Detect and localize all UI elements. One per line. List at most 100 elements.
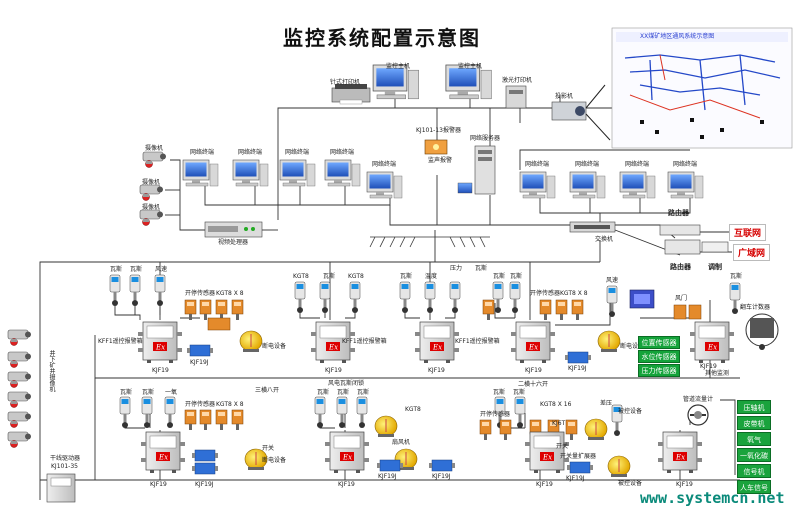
r2-kgt: KGT8 [405, 406, 421, 413]
r2-kjf-1: KJF19 [150, 481, 167, 488]
r2-switch-sensor-1: 开停传感器 [185, 401, 216, 408]
internet-badge: 互联网 [729, 224, 767, 241]
r1-kff-3: KFF1遥控报警箱 [455, 338, 500, 345]
terminal-label-8: 网络终端 [625, 161, 650, 168]
r1-switch-sensor: 开停传感器 [185, 290, 216, 297]
r2-kj: KJ6T [552, 420, 566, 427]
net-server-icon [457, 145, 496, 195]
terminal-label-3: 网络终端 [285, 149, 310, 156]
r1-temp: 温度 [425, 273, 438, 280]
terminal-label-4: 网络终端 [330, 149, 355, 156]
r1-kjf19j-1: KJF19J [190, 359, 209, 366]
terminal-label-1: 网络终端 [190, 149, 215, 156]
r2-gas-5: 瓦斯 [357, 389, 370, 396]
r2-sec2: 风电瓦斯闭锁 [328, 380, 365, 387]
laser-printer-icon [505, 85, 527, 109]
map-title: XX煤矿地区通风系统示意图 [640, 33, 715, 40]
r2-kjf19j-2: KJF19J [378, 473, 397, 480]
r1-gas-5: 瓦斯 [475, 265, 488, 272]
r2-kai-1: 开关 [262, 445, 275, 452]
r1-kgt8-a: KGT8 [293, 273, 309, 280]
r1-gas-6: 瓦斯 [493, 273, 506, 280]
camera-label-2: 摄像机 [142, 179, 161, 186]
r2-kjf19j-1: KJF19J [195, 481, 214, 488]
kj-driver-label: 干线驱动器 [50, 455, 81, 462]
footer-url[interactable]: www.systemcn.net [640, 489, 785, 507]
r1-gas-8: 瓦斯 [730, 273, 743, 280]
r1-kjf-3: KJF19 [428, 367, 445, 374]
r1-doors: 风门 [675, 295, 688, 302]
video-proc-icon [204, 221, 263, 238]
r1-gas-4: 瓦斯 [400, 273, 413, 280]
camera-label-3: 摄像机 [142, 204, 161, 211]
side-item-2: 皮带机 [737, 416, 771, 430]
r2-kai-2: 开关 [556, 443, 569, 450]
r1-kgt8-b: KGT8 [348, 273, 364, 280]
alarm-icon [424, 139, 448, 155]
r2-gas-1: 瓦斯 [120, 389, 133, 396]
terminal-label-5: 网络终端 [372, 161, 397, 168]
kj-driver-icon [46, 473, 76, 503]
r2-kjf-3: KJF19 [536, 481, 553, 488]
r1-gas-3: 瓦斯 [323, 273, 336, 280]
side-item-4: 一氧化碳 [737, 448, 771, 462]
pin-printer-label: 针式打印机 [330, 79, 361, 86]
r1-power-off-1: 断电设备 [262, 343, 287, 350]
r1-skip-counter: 翻车计数器 [740, 304, 771, 311]
r1-kff-1: KFF1遥控报警箱 [98, 338, 143, 345]
video-proc-label: 视频处理器 [218, 239, 249, 246]
r1-kjf-5: KJF19 [700, 363, 717, 370]
r1-kgt-2: KGT8 X 8 [560, 290, 588, 297]
r2-diff: 差压 [600, 400, 613, 407]
r1-kjf-2: KJF19 [325, 367, 342, 374]
wan-badge: 广域网 [733, 244, 771, 261]
r1-kjf-1: KJF19 [152, 367, 169, 374]
green-sensor-1: 位置传感器 [638, 336, 680, 349]
projector-label: 投影机 [555, 93, 574, 100]
camera-label-1: 摄像机 [145, 145, 164, 152]
side-item-3: 氧气 [737, 432, 771, 446]
r2-co: 一氧 [165, 389, 178, 396]
router2-label: 路由器 [670, 263, 691, 271]
r2-kjf19j-3: KJF19J [432, 473, 451, 480]
r1-kgt: KGT8 X 8 [216, 290, 244, 297]
green-sensor-2: 水位传感器 [638, 350, 680, 363]
r2-sec3: 二横十六开 [518, 381, 549, 388]
r1-pressure: 压力 [450, 265, 463, 272]
terminal-label-6: 网络终端 [525, 161, 550, 168]
r1-other: 其他监测 [705, 370, 730, 377]
terminal-label-7: 网络终端 [575, 161, 600, 168]
r2-ctrl-device: 被控设备 [618, 408, 643, 415]
pipe-meter-icon [687, 404, 709, 426]
router1-label: 路由器 [668, 209, 689, 217]
modem-icon [701, 241, 729, 253]
underground-camera-label: 井下矿井摄像机 [48, 350, 55, 392]
terminal-label-2: 网络终端 [238, 149, 263, 156]
alarm-label: KJ101-13报警器 [416, 127, 461, 134]
r1-kjf-4: KJF19 [525, 367, 542, 374]
pin-printer-icon [331, 84, 371, 105]
r2-fan: 扇风机 [392, 439, 411, 446]
r2-kjf19j-4: KJF19J [566, 475, 585, 482]
terminal-label-9: 网络终端 [673, 161, 698, 168]
page-title: 监控系统配置示意图 [283, 26, 481, 50]
r2-kgt8: KGT8 X 8 [216, 401, 244, 408]
r2-breaker-ctrl: 开关量扩展器 [560, 453, 597, 460]
switch-label: 交换机 [595, 236, 614, 243]
modem-label: 调制 [708, 263, 722, 271]
r2-pipe-meter: 管道流量计 [683, 396, 714, 403]
router-icon [659, 224, 701, 255]
relay-box-icon [207, 317, 231, 331]
r2-kgt16: KGT8 X 16 [540, 401, 572, 408]
host2-label: 监控主机 [458, 63, 483, 70]
host1-label: 监控主机 [386, 63, 411, 70]
r1-wind-2: 风速 [606, 277, 619, 284]
kj-driver-model: KJ101-35 [51, 463, 78, 470]
r2-gas-2: 瓦斯 [142, 389, 155, 396]
r1-gas-7: 瓦斯 [510, 273, 523, 280]
r1-switch-sensor-2: 开停传感器 [530, 290, 561, 297]
r2-sec1: 三横八开 [255, 387, 280, 394]
r1-wind: 风速 [155, 266, 168, 273]
r1-power-off-2: 断电设备 [620, 343, 645, 350]
